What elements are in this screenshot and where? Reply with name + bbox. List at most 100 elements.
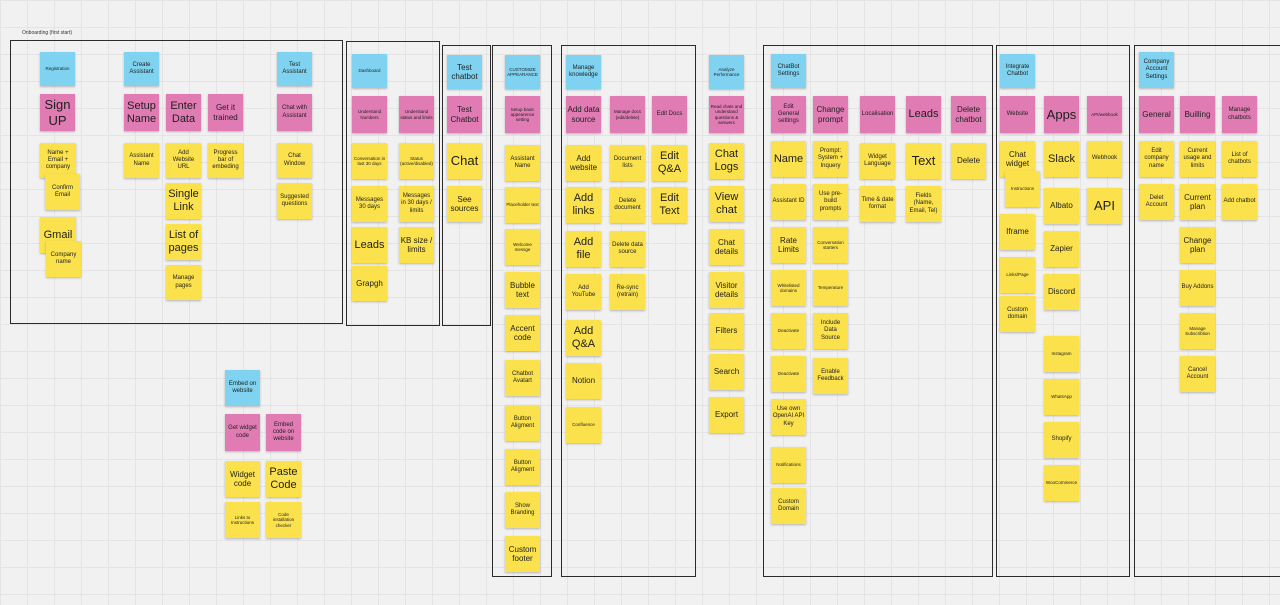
note-assistant-id[interactable]: Assistant ID [771,184,806,220]
note-add-youtube[interactable]: Add YouTube [566,274,601,310]
note-enable-feedback[interactable]: Enable Feedback [813,358,848,394]
note-sign-up[interactable]: Sign UP [40,94,75,131]
note-code-installation-checker[interactable]: Code installation checker [266,502,301,538]
note-add-website-url[interactable]: Add Website URL [166,143,201,178]
note-delete[interactable]: Delete [951,143,986,179]
note-list-of-pages[interactable]: List of pages [166,224,201,260]
note-instagram[interactable]: Instagram [1044,336,1079,372]
note-add-links[interactable]: Add links [566,187,601,223]
note-welcome-message[interactable]: Welcome messge [505,229,540,265]
note-test-assistant[interactable]: Test Assistant [277,52,312,86]
note-manage-subscription[interactable]: Manage Subscribtion [1180,313,1215,349]
note-embed-on-website[interactable]: Embed on website [225,370,260,406]
note-name-email-company[interactable]: Name + Email + company [40,143,76,178]
note-custom-domain-settings[interactable]: Custom Domain [771,488,806,524]
note-delete-chatbot[interactable]: Delete chatbot [951,96,986,133]
note-rate-limits[interactable]: Rate Limits [771,227,806,263]
note-button-alignment-2[interactable]: Button Aligment [505,449,540,485]
note-integrate-chatbot[interactable]: Integrate Chatbot [1000,54,1035,88]
note-add-qa[interactable]: Add Q&A [566,320,601,356]
note-whitelisted-domains[interactable]: Whitelisted domains [771,270,806,306]
note-edit-text[interactable]: Edit Text [652,187,687,223]
note-chat[interactable]: Chat [447,143,482,179]
note-understand-status[interactable]: Understand status and limits [399,96,434,133]
note-chat-logs[interactable]: Chat Logs [709,143,744,179]
note-current-usage[interactable]: Current usage and limits [1180,141,1215,177]
note-api[interactable]: API [1087,188,1122,224]
note-use-prebuild-prompts[interactable]: Use pre-build prompts [813,184,848,220]
note-get-it-trained[interactable]: Get it trained [208,94,243,131]
note-deactivate-1[interactable]: Deactivate [771,313,806,349]
note-add-website[interactable]: Add website [566,145,601,181]
frame-test-chatbot[interactable] [442,45,491,326]
note-show-branding[interactable]: Show Branding [505,492,540,528]
note-suggested-questions[interactable]: Suggested questions [277,183,312,219]
note-list-of-chatbots[interactable]: List of chatbots [1222,141,1257,177]
note-messages-30-limits[interactable]: Messages in 30 days / limits [399,186,434,222]
note-company-name[interactable]: Company name [46,241,81,277]
note-single-link[interactable]: Single Link [166,183,201,219]
note-leads-settings[interactable]: Leads [906,96,941,133]
note-read-chats[interactable]: Read chats and understand questions & an… [709,96,744,133]
note-test-chatbot-blue[interactable]: Test chatbot [447,55,482,89]
note-use-own-openai[interactable]: Use own OpenAI API Key [771,399,806,435]
note-registration[interactable]: Registration [40,52,75,86]
note-notifications[interactable]: Notifications [771,447,806,483]
note-add-chatbot[interactable]: Add chatbot [1222,184,1257,220]
note-customize-appearance[interactable]: CUSTOMIZE APPEARANCE [505,55,540,89]
note-website[interactable]: Website [1000,96,1035,133]
note-manage-docs[interactable]: Manage docs (edit/delete) [610,96,645,133]
note-localisation[interactable]: Localisation [860,96,895,133]
note-edit-qa[interactable]: Edit Q&A [652,145,687,181]
note-kb-size[interactable]: KB size / limits [399,227,434,263]
note-setup-name[interactable]: Setup Name [124,94,159,131]
frame-customize-appearance[interactable] [492,45,552,577]
note-temperature[interactable]: Temperature [813,270,848,306]
note-instructions[interactable]: Instructions [1005,171,1040,207]
note-slack[interactable]: Slack [1044,141,1079,177]
note-chatbot-avatar[interactable]: Chatbot Avatart [505,360,540,396]
note-general[interactable]: General [1139,96,1174,133]
note-manage-chatbots[interactable]: Manage chatbots [1222,96,1257,133]
note-text[interactable]: Text [906,143,941,179]
note-discord[interactable]: Discord [1044,274,1079,310]
note-delete-document[interactable]: Delete document [610,187,645,223]
note-add-data-source[interactable]: Add data source [566,96,601,133]
note-shopify[interactable]: Shopify [1044,422,1079,458]
note-edit-company-name[interactable]: Edit company name [1139,141,1174,177]
frame-onboarding[interactable] [10,40,343,324]
note-include-data-source[interactable]: Include Data Source [813,313,848,349]
note-messages-30[interactable]: Messages 30 days [352,186,387,222]
note-grapgh[interactable]: Grapgh [352,266,387,301]
note-manage-pages[interactable]: Manage pages [166,265,201,300]
note-conversation-starters[interactable]: Conversation starters [813,227,848,263]
note-chat-details[interactable]: Chat details [709,229,744,265]
note-webhook[interactable]: Webhook [1087,141,1122,177]
note-api-webhook[interactable]: API/webhook [1087,96,1122,133]
note-chat-window[interactable]: Chat Window [277,143,312,178]
note-conversation-30[interactable]: Conversation in last 30 days [352,143,387,179]
note-enter-data[interactable]: Enter Data [166,94,201,131]
note-manage-knowledge[interactable]: Manage knowledge [566,55,601,89]
note-export[interactable]: Export [709,397,744,433]
note-woocommerce[interactable]: WooCommerce [1044,465,1079,501]
note-view-chat[interactable]: View chat [709,186,744,222]
note-delet-account[interactable]: Delet Account [1139,184,1174,220]
note-iframe[interactable]: Iframe [1000,214,1035,250]
note-document-lists[interactable]: Document lists [610,145,645,181]
note-prompt-system[interactable]: Prompt: System + Inquery [813,141,848,177]
note-links-page[interactable]: Links/Page [1000,257,1035,293]
note-links-to-instructions[interactable]: Links to Instructions [225,502,260,538]
note-see-sources[interactable]: See sources [447,186,482,222]
note-custom-domain-integrate[interactable]: Custom domain [1000,296,1035,332]
note-dashboard[interactable]: Dashboard [352,54,387,88]
note-paste-code[interactable]: Paste Code [266,461,301,497]
note-resync[interactable]: Re-sync (retrain) [610,274,645,310]
note-filters[interactable]: Filters [709,313,744,349]
note-placeholder-text[interactable]: Placeholder text [505,187,540,223]
note-get-widget-code[interactable]: Get widget code [225,414,260,451]
note-accent-code[interactable]: Accent code [505,315,540,351]
note-builling[interactable]: Builling [1180,96,1215,133]
note-custom-footer[interactable]: Custom footer [505,536,540,572]
note-change-prompt[interactable]: Change prompt [813,96,848,133]
